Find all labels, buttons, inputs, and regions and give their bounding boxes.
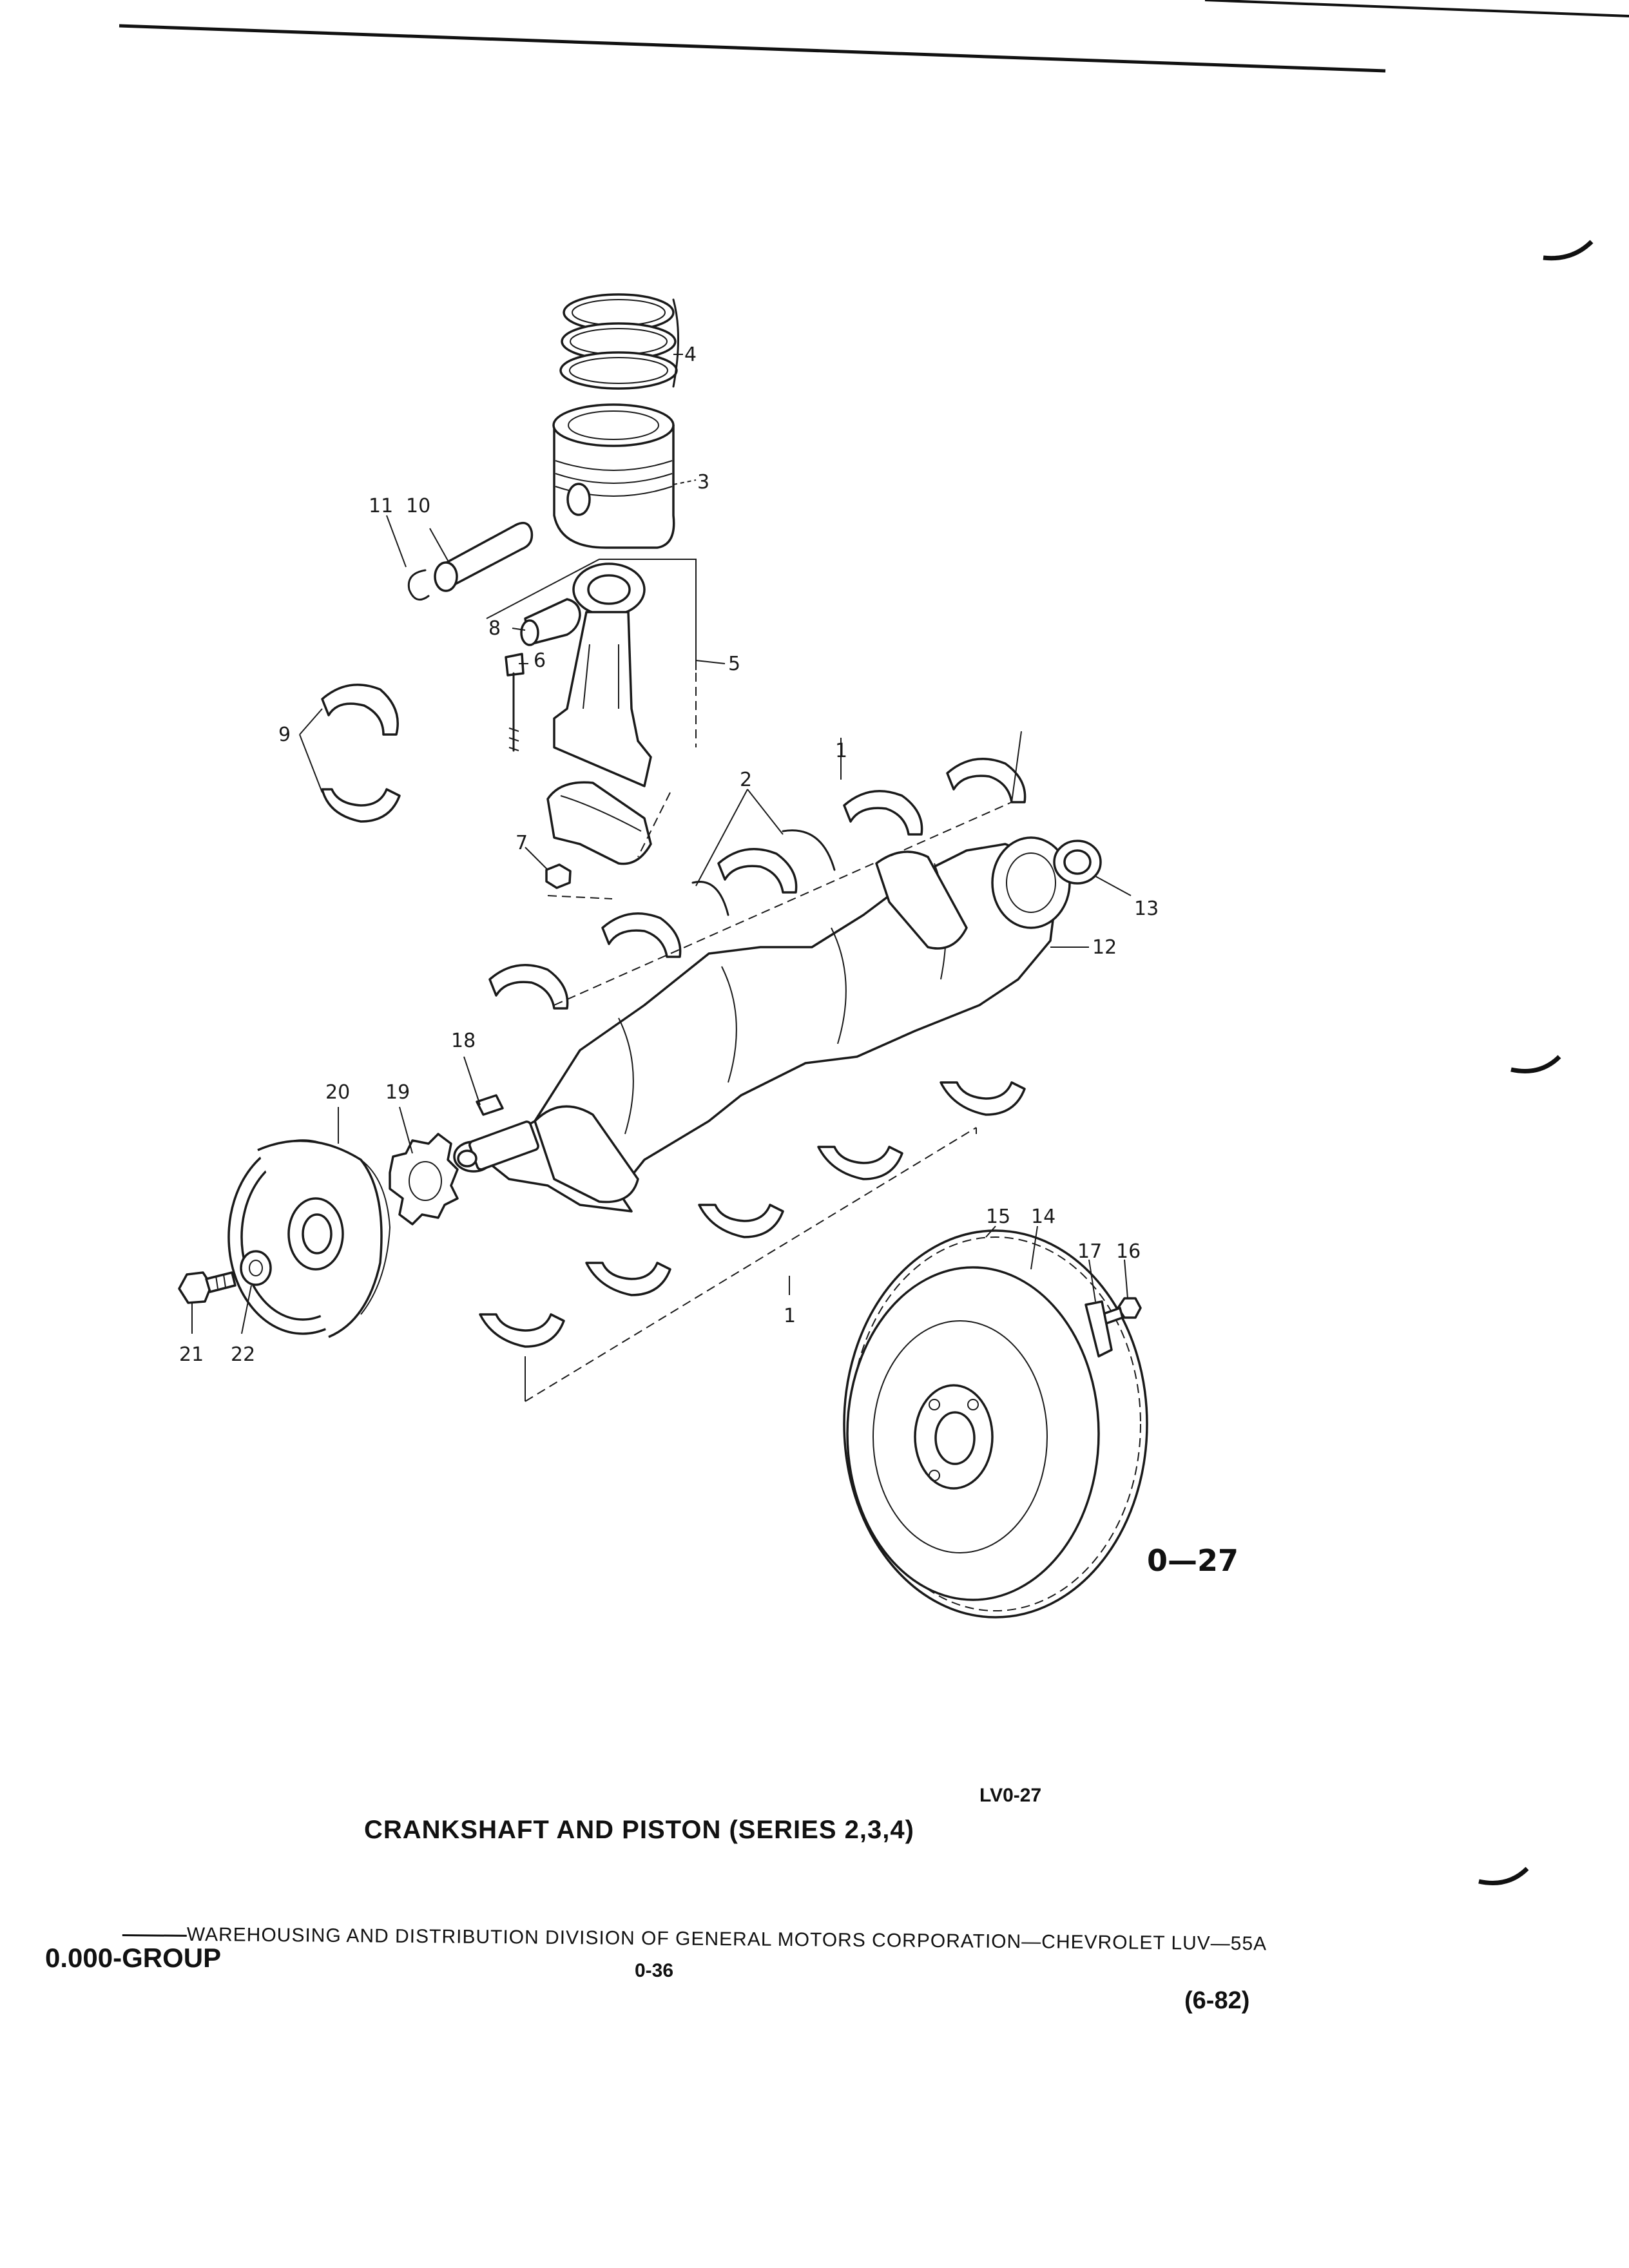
conrod-bearings — [321, 683, 401, 823]
rod-nut — [545, 863, 572, 889]
binder-mark — [1478, 1867, 1529, 1885]
assembly-bracket — [486, 559, 697, 670]
pilot-bearing — [1053, 840, 1102, 885]
binder-mark — [1543, 240, 1594, 261]
callout-15: 15 — [986, 1206, 1010, 1228]
group-code: 0.000-GROUP — [45, 1943, 222, 1973]
revision-date: (6-82) — [1184, 1987, 1250, 2014]
piston-rings — [559, 293, 679, 390]
top-rule-right — [1204, 0, 1629, 17]
callout-9: 9 — [278, 724, 291, 746]
piston-pin — [434, 521, 534, 592]
bushing — [520, 598, 581, 646]
callout-1-upper: 1 — [835, 740, 847, 762]
rod-bolt — [505, 653, 525, 752]
callout-12: 12 — [1092, 936, 1117, 959]
callout-13: 13 — [1134, 898, 1159, 920]
callout-22: 22 — [231, 1343, 255, 1366]
lock-plate — [1084, 1300, 1113, 1358]
pulley-bolt — [178, 1271, 236, 1304]
callout-17: 17 — [1077, 1240, 1102, 1263]
callout-4: 4 — [684, 343, 697, 366]
callout-5: 5 — [728, 653, 740, 675]
top-rule — [119, 24, 1386, 73]
crankshaft — [453, 836, 1071, 1213]
flywheel-bolt — [1101, 1297, 1142, 1325]
callout-3: 3 — [697, 471, 709, 494]
leader-lines — [191, 354, 1132, 1402]
flywheel — [843, 1229, 1148, 1619]
callout-8: 8 — [488, 617, 501, 640]
callout-11: 11 — [369, 495, 393, 517]
pulley-washer — [240, 1250, 272, 1286]
callout-21: 21 — [179, 1343, 204, 1366]
crank-pulley — [227, 1139, 391, 1338]
timing-sprocket — [389, 1133, 459, 1225]
footer-lead-rule — [122, 1934, 187, 1937]
snap-ring — [407, 569, 430, 601]
callout-7: 7 — [516, 832, 528, 854]
callout-18: 18 — [451, 1030, 476, 1052]
piston — [552, 403, 675, 549]
callout-14: 14 — [1031, 1206, 1055, 1228]
diagram-caption: CRANKSHAFT AND PISTON (SERIES 2,3,4) — [364, 1816, 914, 1844]
callout-10: 10 — [406, 495, 430, 517]
page-number: 0-36 — [635, 1960, 674, 1981]
lower-main-bearings — [479, 1081, 1026, 1348]
callout-19: 19 — [385, 1081, 410, 1104]
upper-main-bearings — [488, 757, 1027, 1010]
callout-1-lower: 1 — [784, 1305, 796, 1327]
callout-16: 16 — [1116, 1240, 1141, 1263]
reference-code: LV0-27 — [979, 1785, 1042, 1806]
rod-cap — [546, 781, 652, 865]
callout-2: 2 — [740, 769, 752, 791]
thrust-washers — [691, 829, 836, 916]
figure-number: 0—27 — [1147, 1543, 1239, 1578]
callout-20: 20 — [325, 1081, 350, 1104]
binder-mark — [1510, 1055, 1561, 1073]
callout-6: 6 — [534, 649, 546, 672]
connecting-rod — [553, 562, 652, 787]
crank-key — [476, 1094, 504, 1116]
